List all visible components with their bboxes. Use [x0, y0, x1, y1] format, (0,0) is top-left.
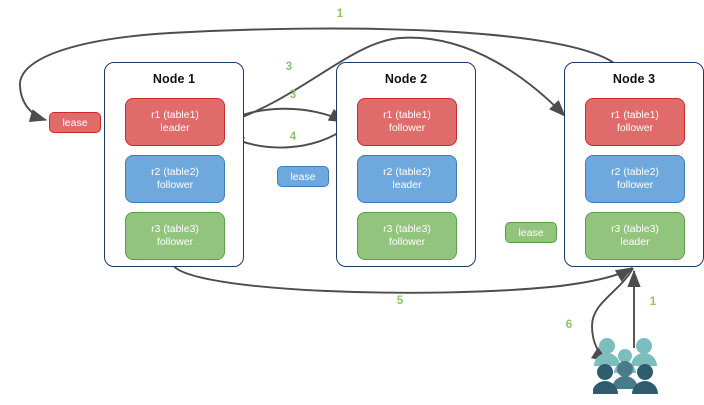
replica-name: r1 (table1) [151, 108, 199, 121]
replica-role: follower [388, 122, 426, 134]
replica-name: r1 (table1) [383, 108, 431, 121]
node-card-1[interactable]: Node 1 r1 (table1) leader r2 (table2) fo… [104, 62, 244, 267]
replica-role: leader [160, 122, 190, 134]
replica-node3-r1[interactable]: r1 (table1) follower [585, 98, 685, 146]
step-label-3-lower: 3 [289, 89, 297, 101]
replica-node2-r2[interactable]: r2 (table2) leader [357, 155, 457, 203]
node-card-3[interactable]: Node 3 r1 (table1) follower r2 (table2) … [564, 62, 704, 267]
replica-name: r2 (table2) [383, 165, 431, 178]
step-label-4: 4 [289, 131, 297, 143]
step-label-3-upper: 3 [285, 61, 293, 73]
replica-node1-r2[interactable]: r2 (table2) follower [125, 155, 225, 203]
replica-node1-r1[interactable]: r1 (table1) leader [125, 98, 225, 146]
replica-role: follower [156, 236, 194, 248]
node-title: Node 2 [384, 72, 428, 86]
replica-role: leader [620, 236, 650, 248]
replica-name: r2 (table2) [151, 165, 199, 178]
users-icon [593, 338, 658, 394]
lease-badge-blue[interactable]: lease [277, 166, 329, 187]
replica-role: follower [616, 122, 654, 134]
edge-step-5 [172, 264, 633, 294]
replica-name: r1 (table1) [611, 108, 659, 121]
replica-role: leader [392, 179, 422, 191]
replica-role: follower [616, 179, 654, 191]
step-label-6: 6 [565, 319, 573, 331]
step-label-1: 1 [649, 296, 657, 308]
replica-name: r3 (table3) [383, 222, 431, 235]
replica-role: follower [156, 179, 194, 191]
step-label-2: 1 [336, 8, 344, 20]
replica-node3-r3[interactable]: r3 (table3) leader [585, 212, 685, 260]
lease-badge-green[interactable]: lease [505, 222, 557, 243]
replica-name: r3 (table3) [151, 222, 199, 235]
node-card-2[interactable]: Node 2 r1 (table1) follower r2 (table2) … [336, 62, 476, 267]
node-title: Node 1 [152, 72, 196, 86]
replica-name: r2 (table2) [611, 165, 659, 178]
replica-role: follower [388, 236, 426, 248]
replica-name: r3 (table3) [611, 222, 659, 235]
replica-node3-r2[interactable]: r2 (table2) follower [585, 155, 685, 203]
node-title: Node 3 [612, 72, 656, 86]
lease-badge-red[interactable]: lease [49, 112, 101, 133]
replica-node2-r3[interactable]: r3 (table3) follower [357, 212, 457, 260]
replica-node1-r3[interactable]: r3 (table3) follower [125, 212, 225, 260]
replica-node2-r1[interactable]: r1 (table1) follower [357, 98, 457, 146]
step-label-5: 5 [396, 295, 404, 307]
